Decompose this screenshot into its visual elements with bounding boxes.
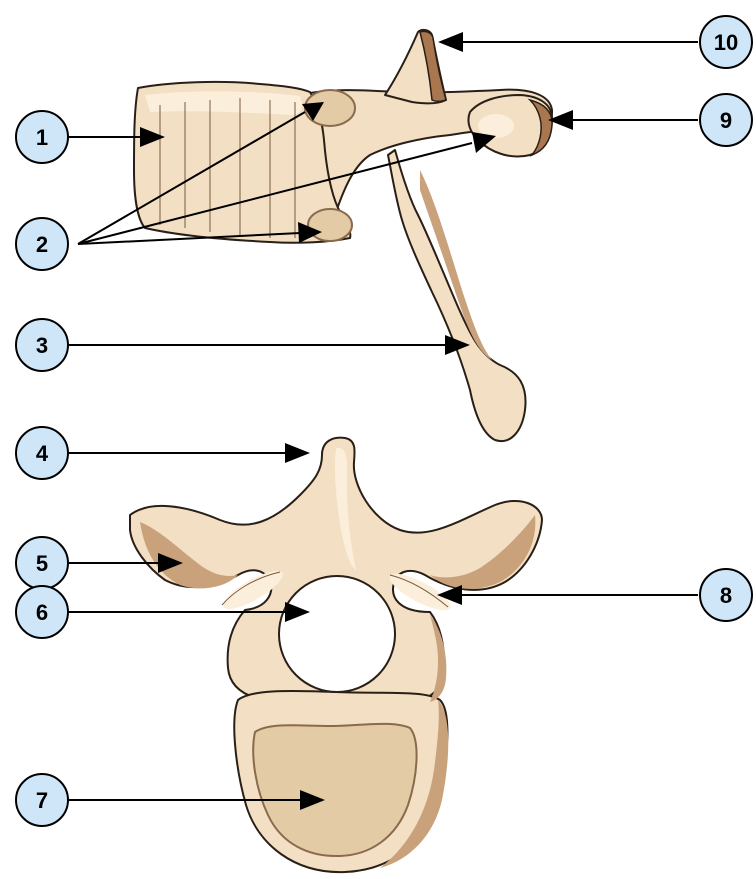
label-9-text: 9 [720,108,732,133]
label-badge-8: 8 [700,569,752,621]
label-8-text: 8 [720,583,732,608]
label-2-text: 2 [36,232,48,257]
label-3-text: 3 [36,333,48,358]
lateral-inferior-demifacet [308,209,352,241]
label-badge-5: 5 [16,537,68,589]
arrowhead-4 [285,443,310,463]
label-badge-9: 9 [700,94,752,146]
label-badge-7: 7 [16,774,68,826]
label-7-text: 7 [36,788,48,813]
label-badge-10: 10 [700,16,752,68]
arrowhead-10 [438,32,463,52]
vertebral-foramen [279,576,395,692]
label-4-text: 4 [36,441,49,466]
label-10-text: 10 [714,30,738,55]
label-6-text: 6 [36,600,48,625]
label-badge-6: 6 [16,586,68,638]
vertebra-superior-view [130,438,542,872]
label-badge-3: 3 [16,319,68,371]
label-1-text: 1 [36,125,48,150]
label-5-text: 5 [36,551,48,576]
label-badge-1: 1 [16,111,68,163]
label-badge-2: 2 [16,218,68,270]
label-badge-4: 4 [16,427,68,479]
vertebra-lateral-view [134,30,552,441]
